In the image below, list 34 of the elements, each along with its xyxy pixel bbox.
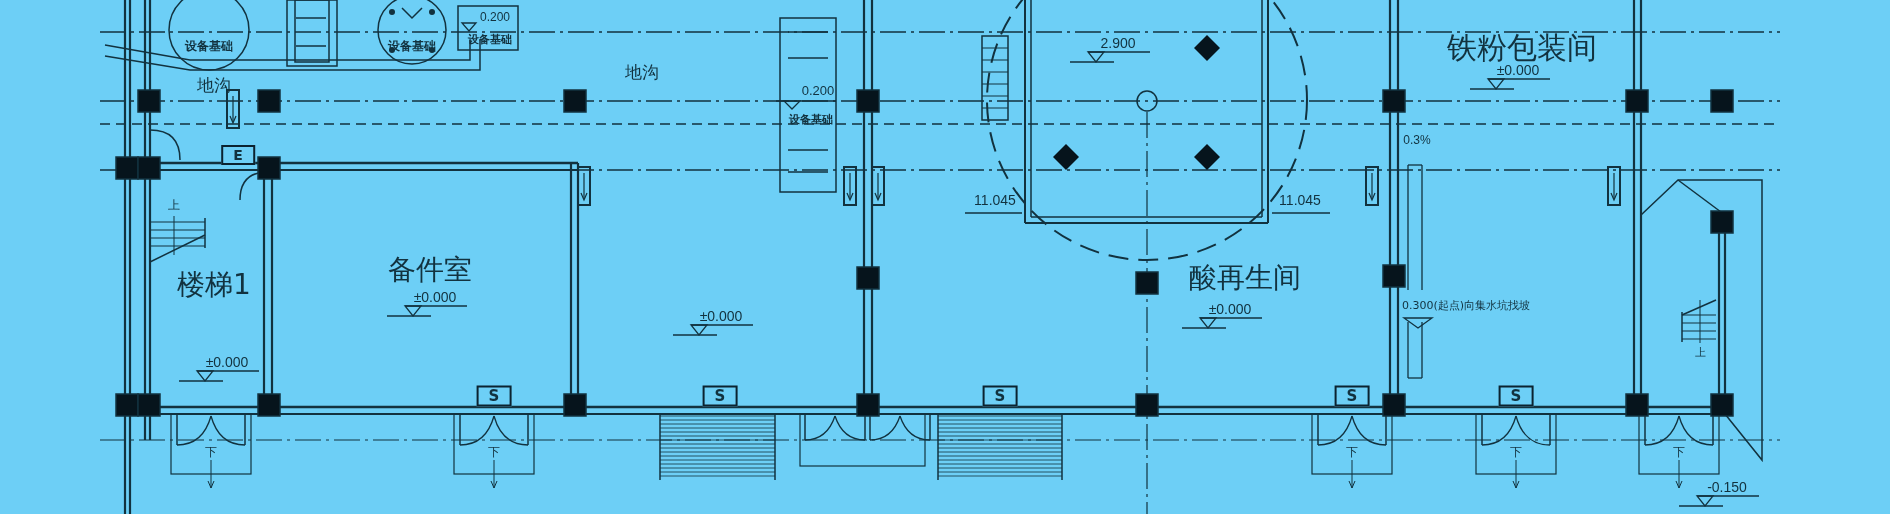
stair-direction-label: 上 [1694,346,1706,358]
stair-direction-label: 下 [1346,446,1358,458]
foundation-label: 设备基础 [468,33,512,45]
foundation-label: 设备基础 [185,40,233,52]
elevation-label: ±0.000 [1496,63,1540,77]
slope-label: 0.3% [1403,134,1431,146]
elevation-label: ±0.000 [1208,302,1252,316]
elevation-label: 2.900 [1100,36,1136,50]
elevation-label: ±0.000 [205,355,249,369]
trench-label: 地沟 [625,63,659,81]
elevation-label: ±0.000 [699,309,743,323]
foundation-label: 设备基础 [789,113,833,125]
note-text: 0.300(起点)向集水坑找坡 [1402,299,1531,311]
elevation-label: 11.045 [1279,193,1321,207]
stair-direction-label: 下 [488,446,500,458]
stair-direction-label: 上 [168,199,180,211]
elevation-label: ±0.000 [413,290,457,304]
tag-box: S [476,385,512,407]
stair-direction-label: 下 [1510,446,1522,458]
tag-box: S [982,385,1018,407]
elevation-label: 0.200 [801,83,835,97]
tag-box: S [1498,385,1534,407]
elevation-label: 11.045 [974,193,1016,207]
elevation-label: -0.150 [1707,480,1747,494]
tag-box: E [221,145,255,165]
room-label: 备件室 [388,256,472,284]
room-label: 酸再生间 [1189,264,1301,292]
room-label: 铁粉包装间 [1447,33,1597,63]
tag-box: S [1334,385,1370,407]
stair-direction-label: 下 [1673,446,1685,458]
tag-box: S [702,385,738,407]
elevation-label: 0.200 [480,11,510,23]
stair-direction-label: 下 [205,446,217,458]
room-label: 楼梯1 [177,271,251,299]
